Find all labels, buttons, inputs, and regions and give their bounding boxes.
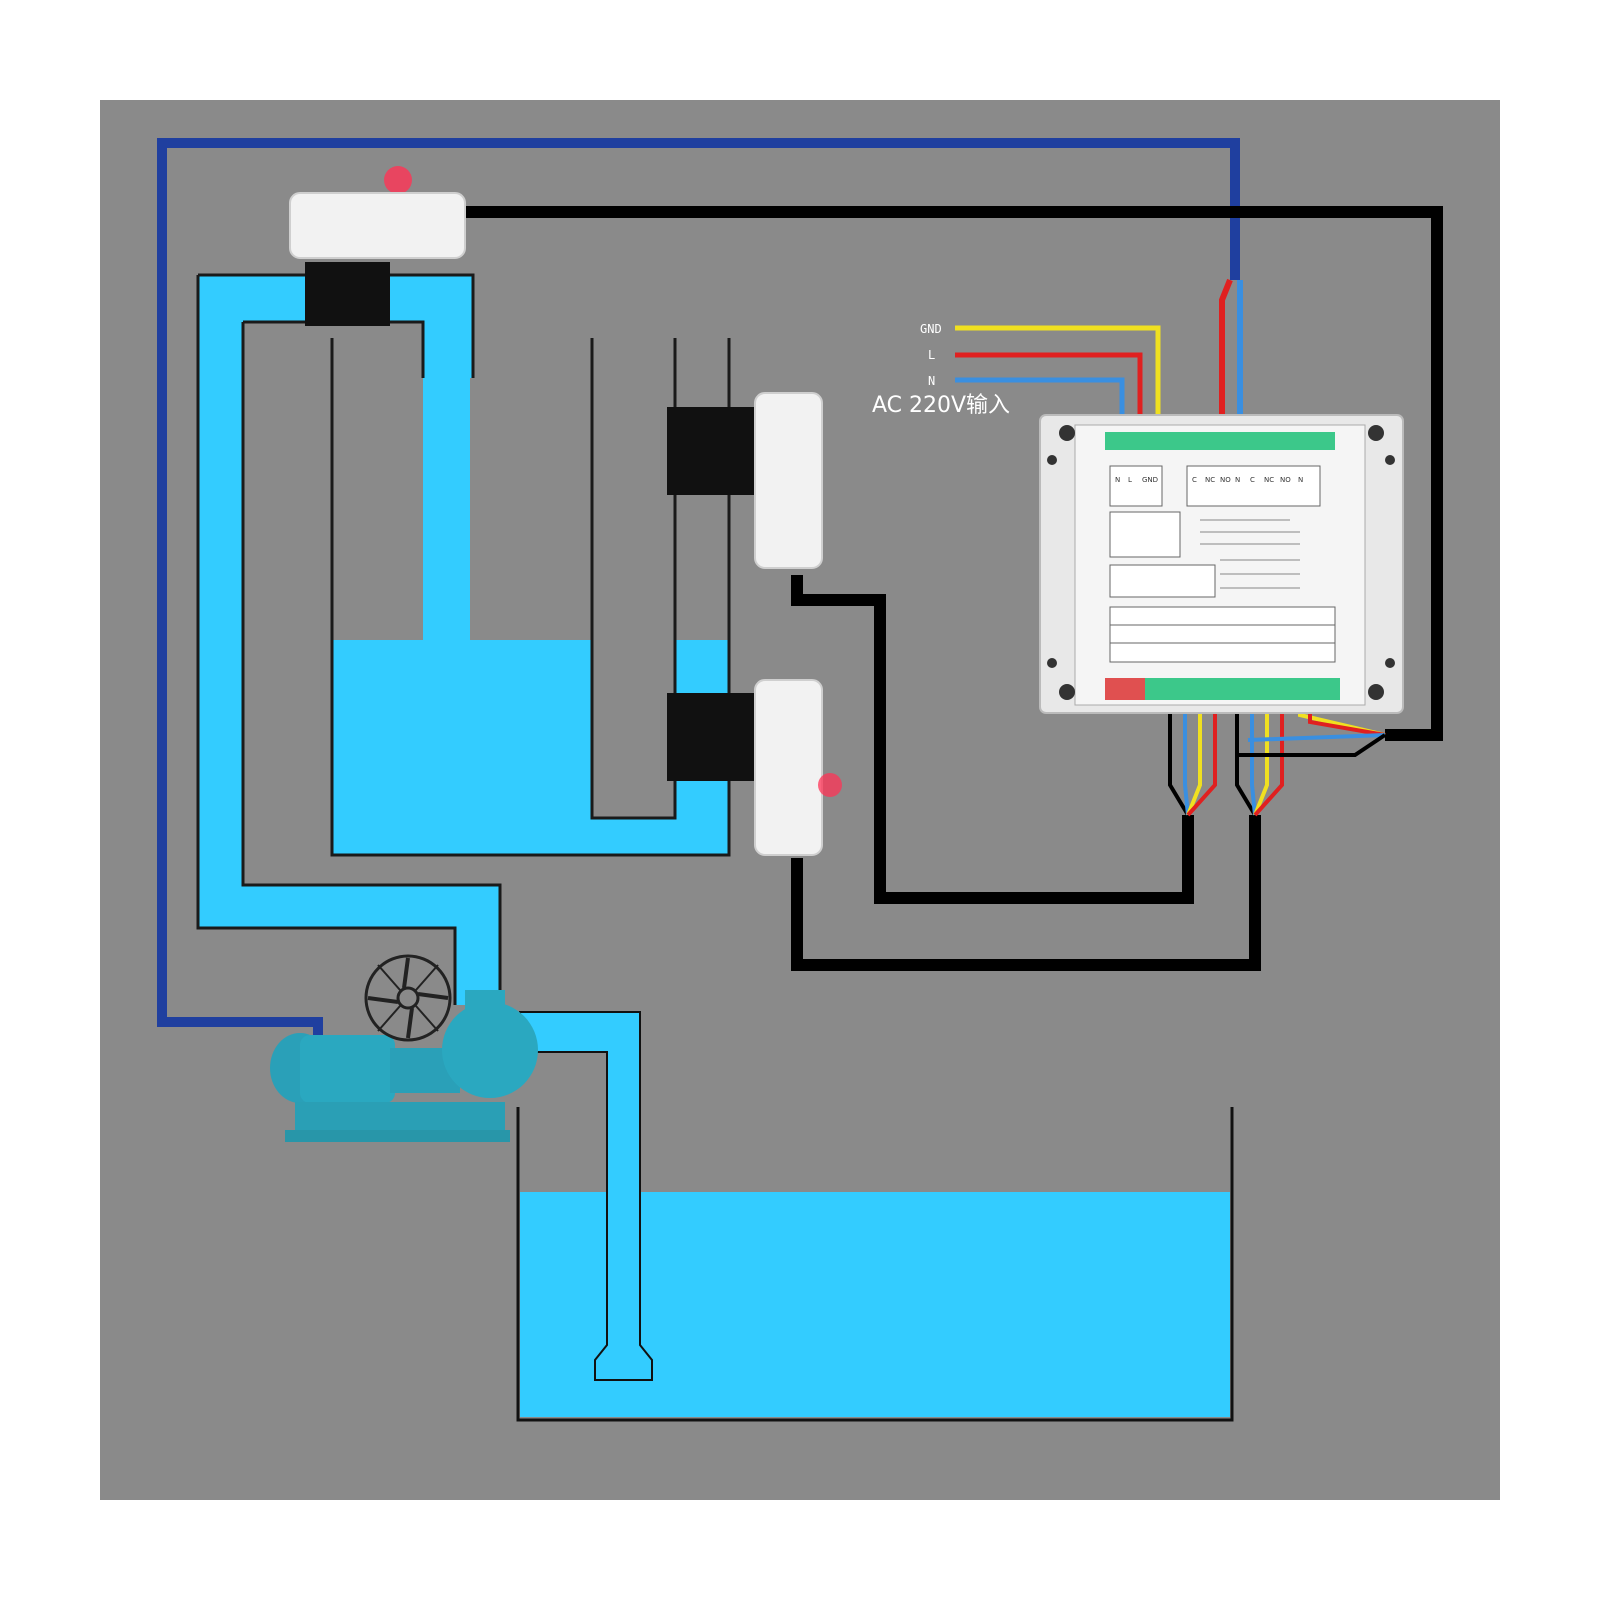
terminal-label: N: [1235, 476, 1240, 484]
fan-icon: [364, 954, 452, 1042]
upper-side-sensor-icon: [667, 392, 823, 569]
terminal-label: NC: [1264, 476, 1274, 484]
top-sensor-icon: [289, 166, 466, 326]
left-pipe: [198, 275, 500, 1005]
gnd-label: GND: [920, 322, 942, 336]
wiring: [157, 138, 1443, 1040]
terminal-label: GND: [1142, 476, 1158, 484]
pump-icon: [270, 954, 538, 1142]
terminal-label: N: [1298, 476, 1303, 484]
terminal-label: NO: [1220, 476, 1231, 484]
wire-relay-red: [1219, 278, 1233, 440]
terminal-label: N: [1115, 476, 1120, 484]
indicator-light-icon: [384, 166, 412, 194]
tank-connector: [592, 818, 729, 855]
ac-input-label: AC 220V输入: [872, 393, 1010, 418]
wire-upper-side-sensor: [791, 575, 1194, 904]
terminal-label: L: [1128, 476, 1132, 484]
lower-tank-wall: [516, 1107, 1234, 1422]
lower-side-sensor-icon: [667, 679, 842, 856]
indicator-light-icon: [818, 773, 842, 797]
wire-gnd: [955, 325, 1161, 440]
terminal-label: C: [1250, 476, 1255, 484]
n-label: N: [928, 374, 935, 388]
terminal-label: NC: [1205, 476, 1215, 484]
l-label: L: [928, 348, 935, 362]
terminal-label: NO: [1280, 476, 1291, 484]
tank-water: [332, 640, 592, 855]
tank-walls: [196, 273, 731, 1005]
lower-tank: [516, 1011, 1234, 1422]
wire-l: [955, 352, 1143, 440]
wire-top-sensor: [465, 206, 1443, 741]
suction-pipe: [519, 1011, 653, 1381]
wire-pump-blue: [157, 138, 1240, 1040]
terminal-label: C: [1192, 476, 1197, 484]
wire-lower-side-sensor: [791, 815, 1261, 971]
fill-pipe: [423, 378, 470, 640]
